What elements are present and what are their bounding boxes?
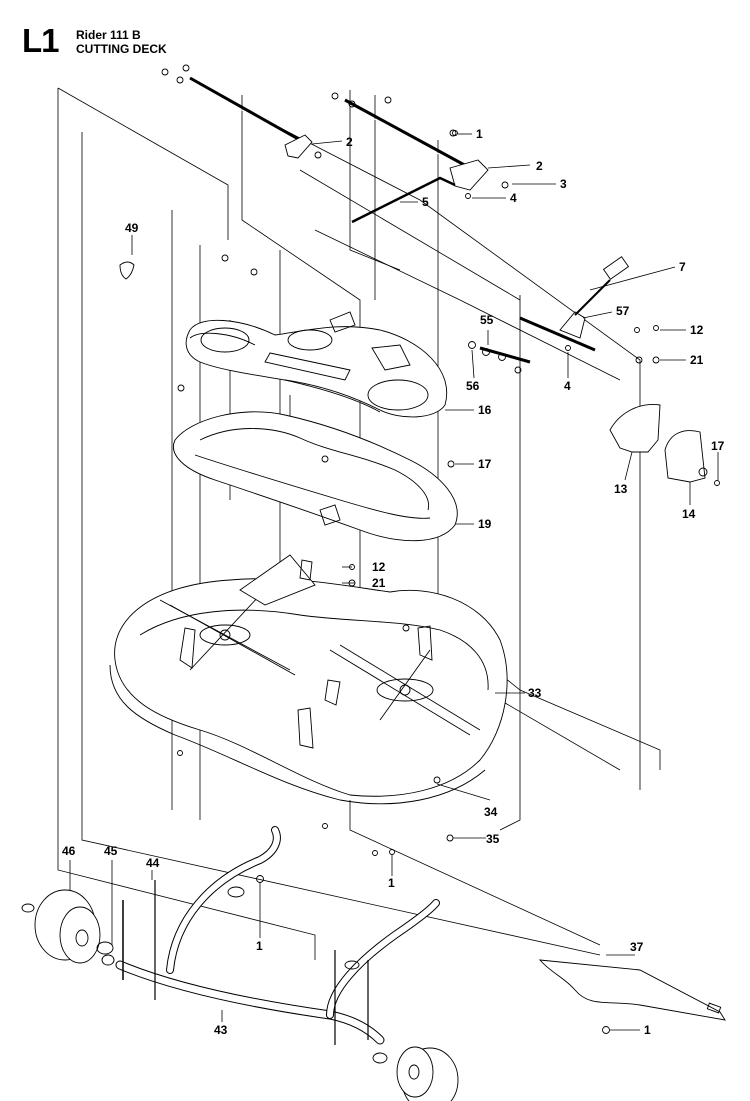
front-wheel-right [372,1046,459,1101]
callout-17-right: 17 [711,439,725,453]
lift-rod-right [331,92,509,199]
page-code: L1 [22,22,60,59]
front-axle [115,826,440,1045]
callout-1-axle: 1 [256,939,263,953]
callout-17-left: 17 [478,457,492,471]
callout-3: 3 [560,177,567,191]
adjustment-bracket [609,404,661,453]
callout-19: 19 [478,517,492,531]
callout-4-top: 4 [510,191,517,205]
callout-1-top: 1 [476,127,483,141]
callout-leaders [69,133,719,1031]
callout-12-mid: 12 [372,560,386,574]
callout-45: 45 [104,844,118,858]
callout-35: 35 [486,832,500,846]
callout-46: 46 [62,844,76,858]
callout-2-right: 2 [536,159,543,173]
callout-21-mid: 21 [372,576,386,590]
callout-5: 5 [422,195,429,209]
deck-skirt [538,959,726,1021]
callout-21-right: 21 [690,353,704,367]
callout-2-left: 2 [346,135,353,149]
callout-1-bottom: 1 [644,1023,651,1037]
height-indicator [664,430,720,486]
height-lever [519,256,630,352]
clip-part [119,261,135,280]
mower-deck [109,554,508,805]
callout-7: 7 [679,260,686,274]
callout-13: 13 [614,482,628,496]
callout-16: 16 [478,403,492,417]
callout-43: 43 [214,1023,228,1037]
deck-cover [185,311,448,418]
callout-numbers: 1 2 2 3 4 5 7 49 55 57 12 21 56 4 16 17 … [62,127,725,1037]
callout-57: 57 [616,304,630,318]
callout-44: 44 [146,856,160,870]
section-title: CUTTING DECK [76,42,167,56]
page-header: Rider 111 B CUTTING DECK [76,28,167,56]
callout-33: 33 [528,686,542,700]
callout-34: 34 [484,805,498,819]
callout-56: 56 [466,379,480,393]
callout-4-mid: 4 [564,379,571,393]
link-rod [351,176,456,224]
callout-37: 37 [630,940,644,954]
callout-1-center: 1 [388,876,395,890]
front-wheel-left [21,889,115,966]
callout-55: 55 [480,313,494,327]
callout-14: 14 [682,507,696,521]
belt-guard [173,411,458,542]
pivot-pin [468,341,571,374]
callout-12-right: 12 [690,323,704,337]
model-name: Rider 111 B [76,28,141,42]
callout-49: 49 [125,221,139,235]
lift-rod-left [161,64,322,159]
